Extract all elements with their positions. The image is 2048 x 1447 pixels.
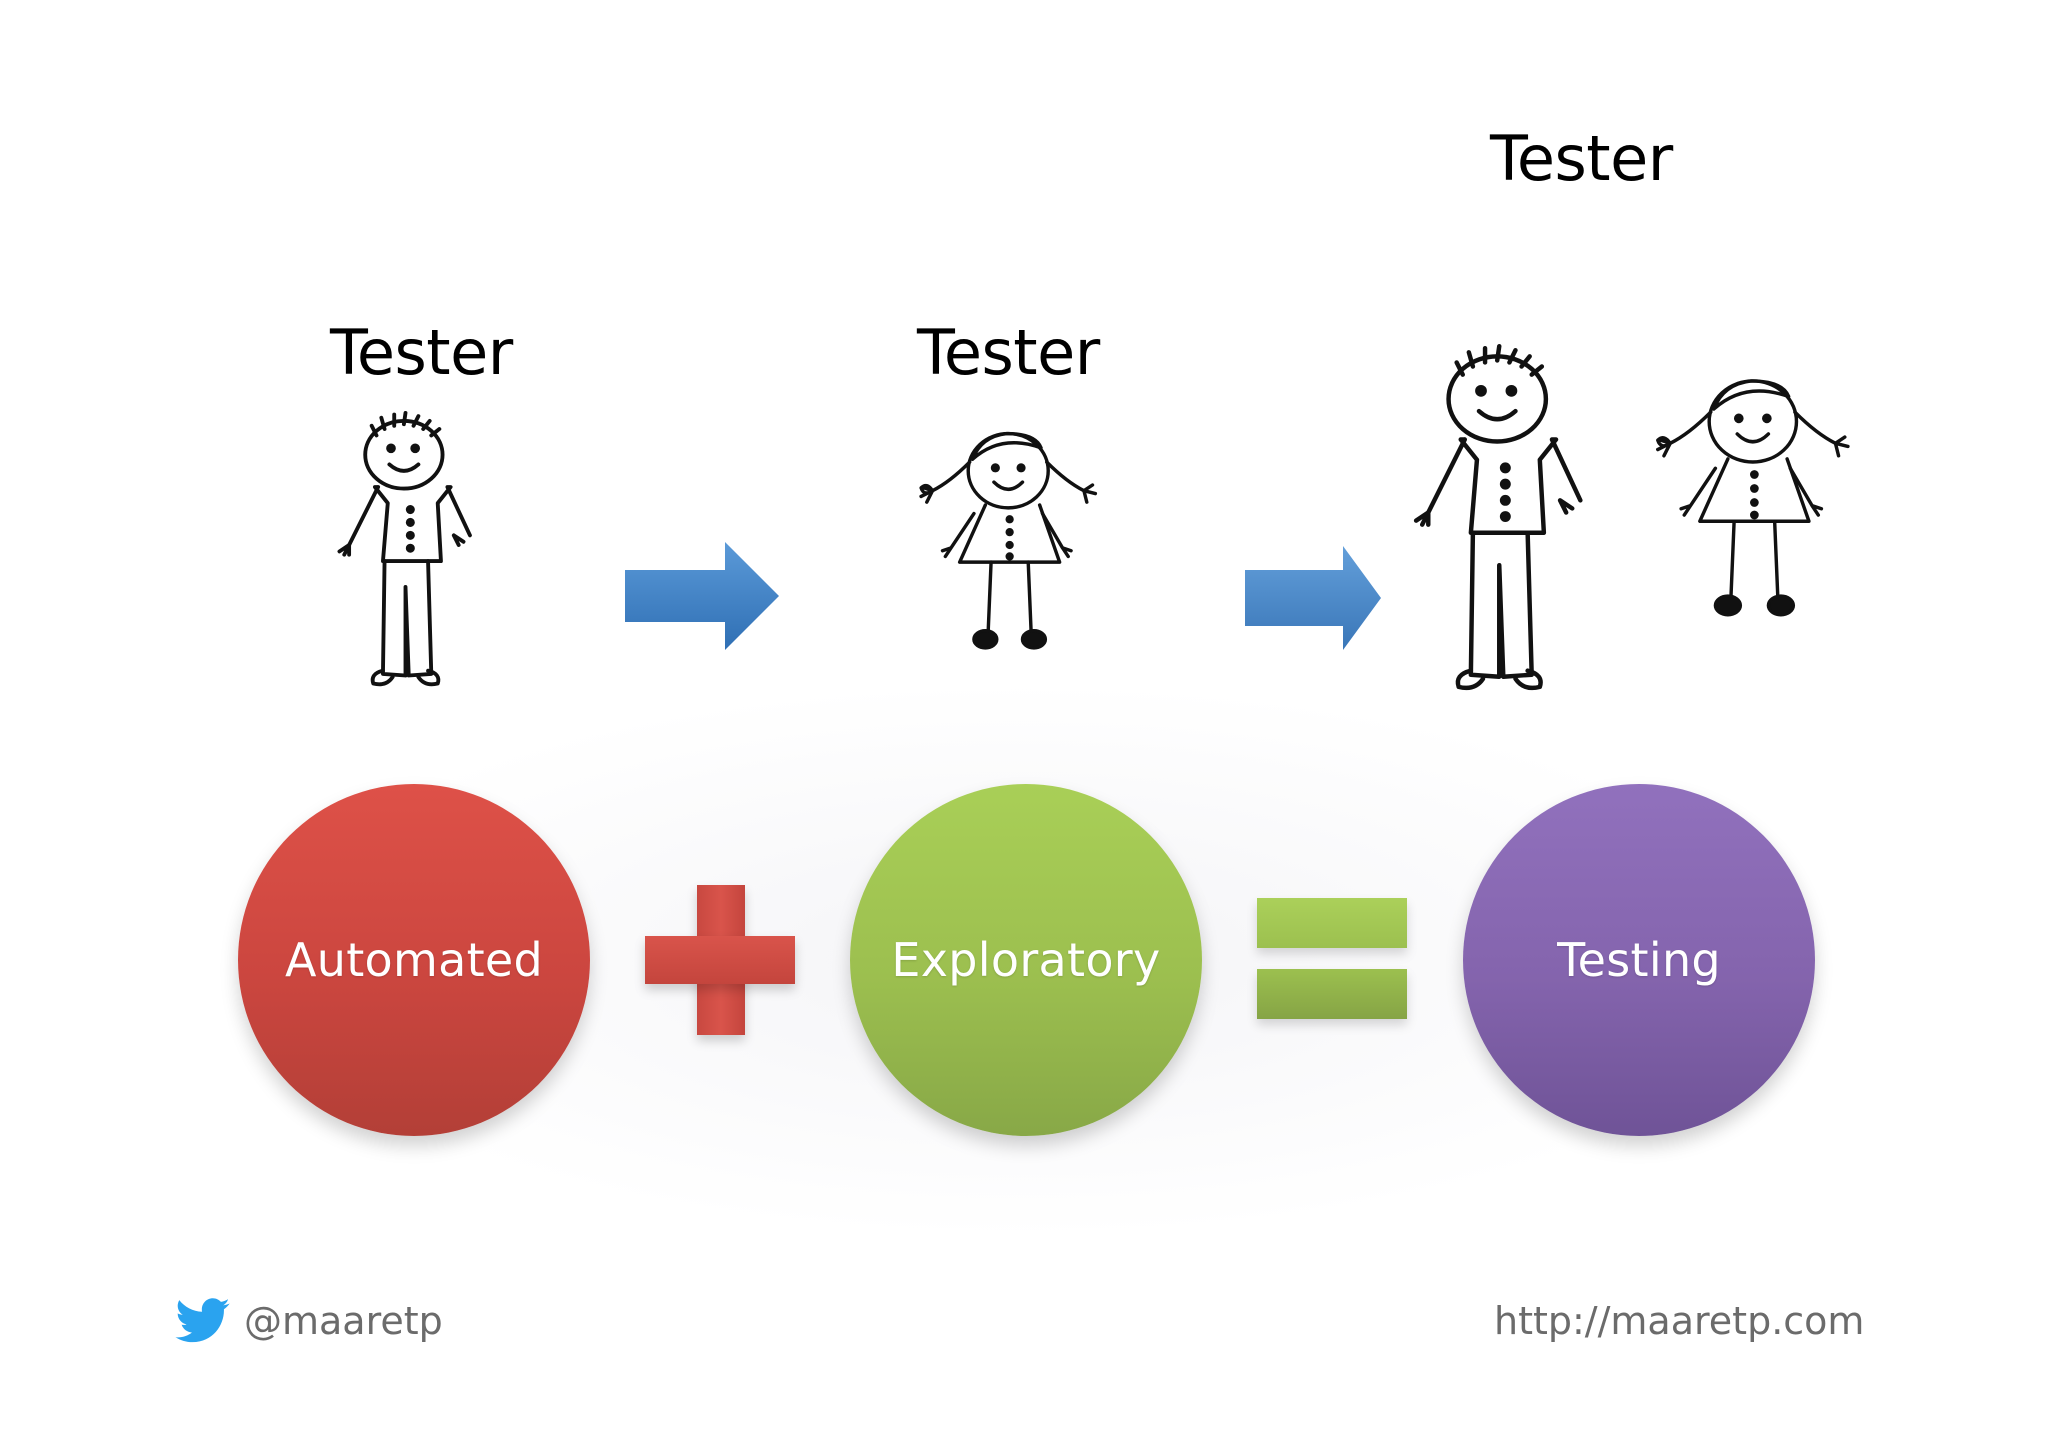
testing-circle: Testing — [1463, 784, 1815, 1136]
twitter-bird-icon — [175, 1298, 230, 1343]
testing-label: Testing — [1557, 933, 1721, 987]
automated-circle: Automated — [238, 784, 590, 1136]
twitter-handle: @maaretp — [244, 1299, 443, 1343]
plus-sign-horizontal — [645, 936, 795, 984]
girl-tester-drawing — [919, 431, 1098, 650]
exploratory-label: Exploratory — [891, 933, 1161, 987]
girl-tester-drawing-large — [1656, 379, 1850, 617]
automated-label: Automated — [284, 933, 544, 987]
equals-sign-bottom-bar — [1257, 969, 1407, 1019]
boy-tester-drawing-large — [1413, 343, 1583, 691]
website-url: http://maaretp.com — [1494, 1299, 1865, 1343]
tester-label-girl: Tester — [917, 316, 1100, 389]
boy-hair — [369, 410, 442, 438]
right-arrow-icon — [1245, 546, 1381, 650]
exploratory-circle: Exploratory — [850, 784, 1202, 1136]
equals-sign-top-bar — [1257, 898, 1407, 948]
boy-tester-drawing — [337, 410, 472, 687]
tester-label-pair: Tester — [1490, 122, 1673, 195]
tester-label-boy: Tester — [330, 316, 513, 389]
right-arrow-icon — [625, 542, 779, 650]
